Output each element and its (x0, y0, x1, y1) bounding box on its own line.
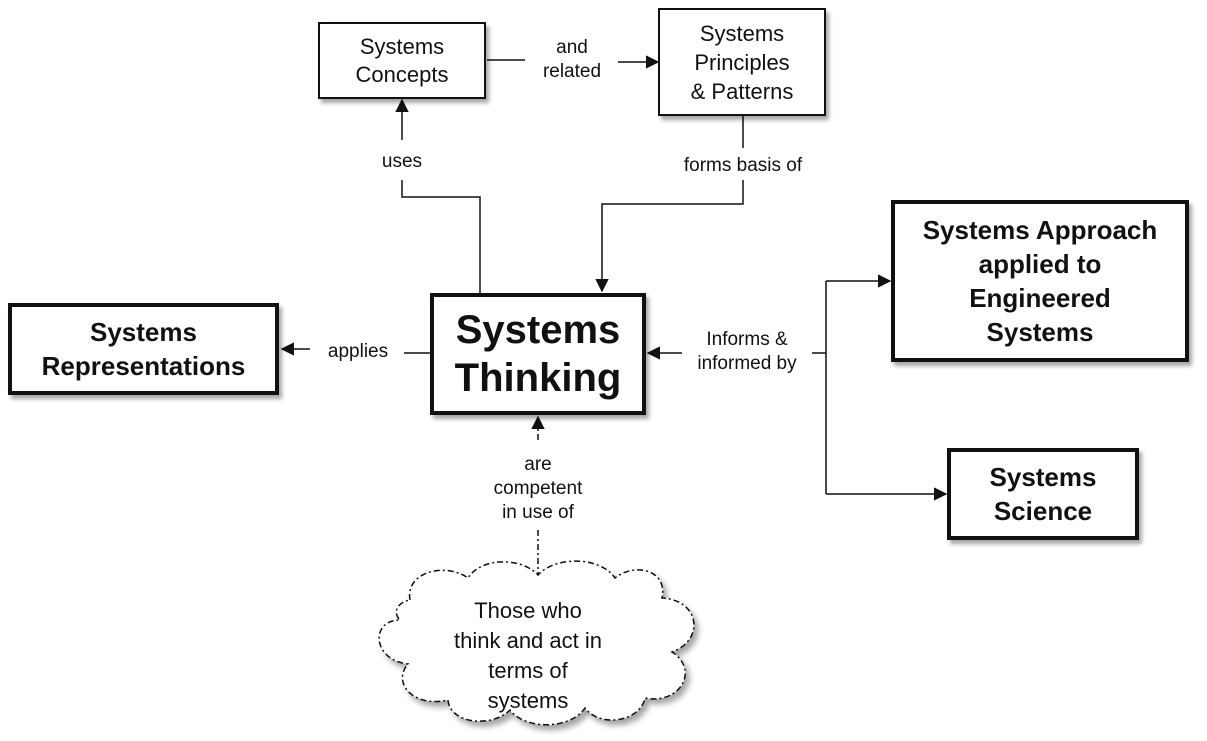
label-and-related: and related (528, 36, 616, 84)
node-those-who-think: Those who think and act in terms of syst… (428, 596, 628, 716)
node-systems-thinking-line-1: Systems (455, 308, 621, 352)
node-systems-thinking: Systems Thinking (430, 293, 646, 415)
label-informs-line-2: informed by (697, 353, 797, 374)
label-and-related-line-1: and (556, 37, 588, 58)
edge-thinking-uses-concepts (401, 180, 481, 293)
node-systems-principles-line-2: Principles (694, 49, 790, 75)
label-are-competent-line-3: in use of (502, 502, 574, 523)
node-those-who-think-line-3: terms of (488, 658, 568, 683)
node-systems-concepts-line-2: Concepts (355, 61, 449, 87)
node-systems-representations: Systems Representations (8, 303, 279, 395)
label-are-competent-line-2: competent (493, 478, 583, 499)
node-systems-approach-line-4: Systems (986, 317, 1094, 347)
label-uses: uses (381, 151, 423, 172)
node-systems-approach-line-3: Engineered (969, 283, 1111, 313)
node-systems-principles-line-1: Systems (699, 20, 785, 46)
node-systems-approach-line-2: applied to (978, 249, 1102, 279)
node-systems-principles: Systems Principles & Patterns (658, 8, 826, 116)
node-those-who-think-line-4: systems (487, 688, 569, 713)
cloud-shape (378, 560, 695, 726)
node-systems-science: Systems Science (947, 448, 1139, 540)
label-informs-line-1: Informs & (706, 329, 788, 350)
edge-principles-forms-basis (595, 180, 744, 293)
node-those-who-think-line-1: Those who (474, 598, 582, 623)
node-systems-representations-line-1: Systems (90, 317, 197, 347)
node-systems-thinking-line-2: Thinking (454, 356, 622, 400)
node-systems-concepts-line-1: Systems (359, 33, 445, 59)
node-systems-representations-line-2: Representations (41, 351, 246, 381)
label-applies: applies (327, 341, 389, 362)
node-those-who-think-line-2: think and act in (454, 628, 602, 653)
node-systems-approach-line-1: Systems Approach (922, 215, 1158, 245)
node-systems-science-line-1: Systems (989, 462, 1097, 492)
label-forms-basis-of: forms basis of (683, 155, 803, 176)
node-systems-concepts: Systems Concepts (318, 22, 486, 99)
label-informs: Informs & informed by (684, 328, 810, 376)
node-systems-approach: Systems Approach applied to Engineered S… (891, 200, 1189, 362)
label-are-competent-line-1: are (524, 454, 552, 475)
node-systems-principles-line-3: & Patterns (690, 78, 794, 104)
node-systems-science-line-2: Science (993, 496, 1093, 526)
label-and-related-line-2: related (542, 61, 602, 82)
label-are-competent: are competent in use of (478, 453, 598, 525)
